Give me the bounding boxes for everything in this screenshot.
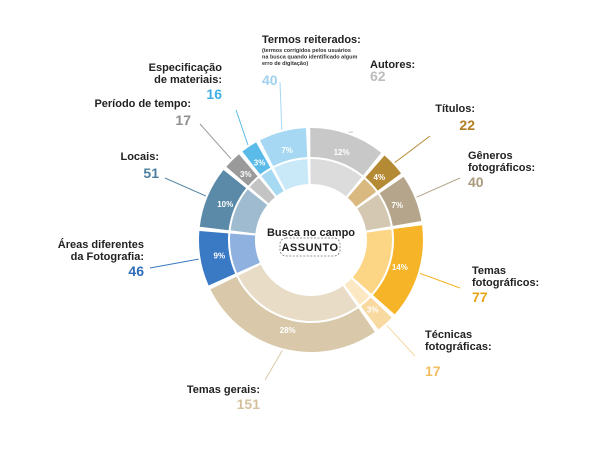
slice-value-temas_gerais: 151 [237, 396, 261, 412]
slice-label-line: de materiais: [154, 74, 222, 86]
slice-pct-termos: 7% [281, 146, 293, 155]
slice-inner-generos [357, 194, 391, 231]
slice-label-termos: Termos reiterados: [262, 34, 361, 46]
slice-pct-autores: 12% [334, 148, 350, 157]
slice-label-line: fotográficas: [425, 341, 492, 353]
slice-label-titulos: Títulos: [435, 103, 475, 115]
slice-inner-temas_foto [352, 229, 392, 294]
slice-outer-termos [259, 128, 308, 167]
slice-outer-periodo [226, 154, 258, 186]
slice-label-line: Técnicas [425, 329, 472, 341]
slice-note-termos: (termos corrigidos pelos usuários [262, 48, 351, 54]
slice-inner-titulos [347, 178, 377, 207]
slice-outer-especificacao [242, 142, 271, 175]
slice-value-periodo: 17 [175, 112, 191, 128]
slice-value-autores: 62 [370, 68, 386, 84]
slice-label-line: Áreas diferentes [58, 238, 144, 251]
slice-outer-areas [199, 231, 236, 286]
slice-inner-especificacao [261, 169, 284, 196]
slice-label-line: Gêneros [468, 150, 513, 162]
leader-line-titulos [394, 135, 431, 164]
leader-line-termos [279, 81, 283, 130]
slice-outer-generos [379, 176, 422, 226]
slice-inner-tecnicas [344, 278, 370, 305]
slice-outer-autores [310, 128, 382, 176]
slice-value-especificacao: 16 [206, 86, 222, 102]
chart-title: Busca no campo [267, 227, 355, 239]
slice-outer-tecnicas [360, 297, 392, 330]
slice-outer-temas_foto [373, 225, 423, 315]
leader-line-locais [164, 177, 207, 197]
slice-inner-periodo [249, 177, 276, 204]
slice-label-periodo: Período de tempo: [94, 98, 191, 110]
slice-pct-locais: 10% [217, 200, 233, 209]
slice-inner-termos [274, 159, 309, 191]
slice-outer-locais [199, 170, 247, 231]
slice-value-locais: 51 [143, 165, 159, 181]
leader-line-areas [149, 258, 199, 269]
slice-pct-tecnicas: 3% [367, 306, 379, 315]
leader-line-tecnicas [386, 324, 416, 357]
slice-label-line: fotográficos: [472, 277, 539, 289]
slice-label-temas_gerais: Temas gerais: [187, 384, 260, 396]
slice-pct-periodo: 3% [240, 170, 252, 179]
slice-value-termos: 40 [262, 72, 278, 88]
leader-line-temas_foto [419, 272, 461, 289]
slice-inner-temas_gerais [238, 264, 358, 321]
slice-note-termos: erro de digitação) [262, 61, 308, 67]
leader-line-generos [416, 177, 461, 198]
slice-value-titulos: 22 [459, 117, 475, 133]
slice-label-autores: Autores: [370, 59, 415, 71]
slice-value-temas_foto: 77 [472, 289, 488, 305]
slice-pct-areas: 9% [214, 252, 226, 261]
slice-label-line: Títulos: [435, 103, 475, 115]
slice-outer-titulos [365, 155, 402, 191]
slice-outer-temas_gerais [210, 276, 375, 353]
slice-label-line: da Fotografia: [71, 251, 144, 263]
donut-rings [199, 128, 423, 353]
slice-value-generos: 40 [468, 174, 484, 190]
slice-label-line: Especificação [149, 62, 223, 74]
slice-pct-temas_foto: 14% [392, 263, 408, 272]
chart-subtitle: ASSUNTO [281, 242, 338, 254]
slice-inner-locais [230, 189, 268, 234]
slice-pct-titulos: 4% [374, 173, 386, 182]
slice-inner-autores [310, 159, 362, 197]
center-label: Busca no campo ASSUNTO [267, 227, 355, 257]
leader-line-especificacao [235, 109, 249, 146]
slice-pct-especificacao: 3% [254, 159, 266, 168]
slice-pct-generos: 7% [391, 201, 403, 210]
slice-label-locais: Locais: [120, 151, 159, 163]
slice-value-areas: 46 [128, 263, 144, 279]
slice-label-line: Termos reiterados: [262, 34, 361, 46]
slice-inner-areas [230, 233, 260, 273]
slice-label-line: Locais: [120, 151, 159, 163]
slice-value-tecnicas: 17 [425, 363, 441, 379]
subtitle-box [279, 237, 341, 257]
slice-label-line: Período de tempo: [94, 98, 191, 110]
slice-note-termos: na busca quando identificado algum [262, 55, 357, 61]
slice-label-line: Temas gerais: [187, 384, 260, 396]
leader-line-periodo [199, 123, 232, 160]
slice-label-line: fotográficos: [468, 162, 535, 174]
leader-lines [149, 81, 461, 381]
slice-pct-temas_gerais: 28% [280, 326, 296, 335]
slice-label-line: Autores: [370, 59, 415, 71]
leader-line-temas_gerais [264, 350, 283, 381]
slice-label-line: Temas [472, 265, 506, 277]
